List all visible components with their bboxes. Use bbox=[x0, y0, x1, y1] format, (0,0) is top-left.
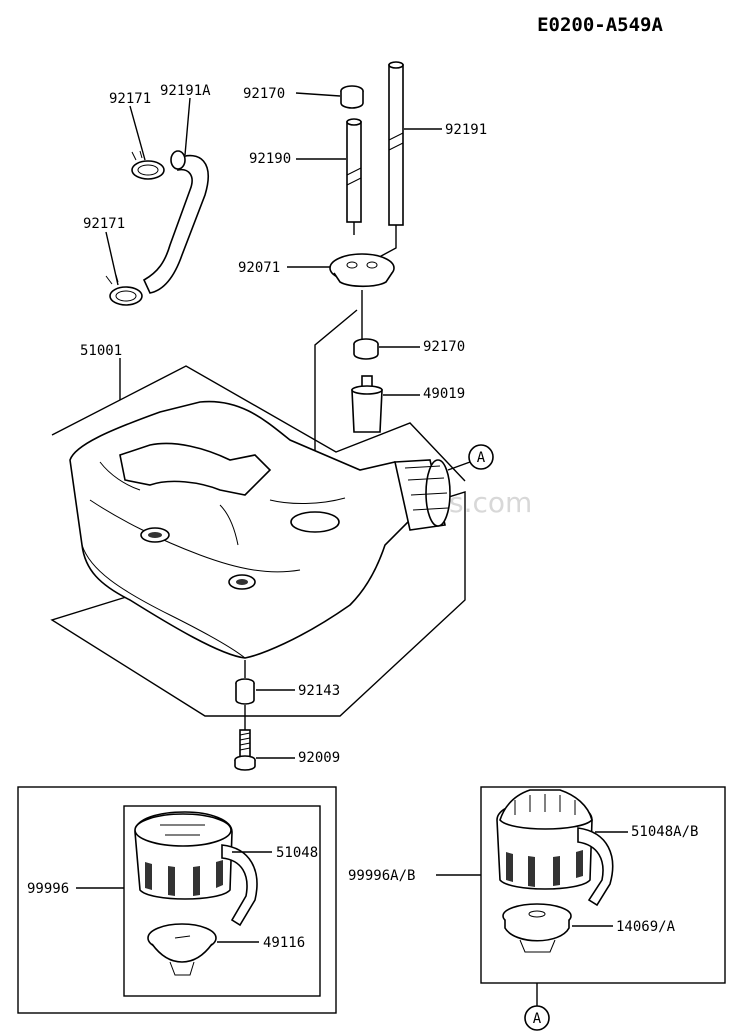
callout-a-bottom-label: A bbox=[533, 1011, 542, 1027]
label-clamp-lower: 92171 bbox=[83, 216, 125, 232]
fuel-cap-51048 bbox=[134, 811, 258, 927]
callout-a-tank-label: A bbox=[477, 450, 486, 466]
fuel-tube-92190 bbox=[346, 118, 362, 223]
fuel-tube-92191 bbox=[388, 61, 404, 226]
label-cap-left: 51048 bbox=[276, 845, 318, 861]
fuel-hose-92191A bbox=[142, 150, 209, 294]
diagram-code: E0200-A549A bbox=[537, 14, 663, 36]
label-bolt: 92009 bbox=[298, 750, 340, 766]
seal-92170-mid bbox=[353, 338, 379, 360]
label-gasket-right: 14069/A bbox=[616, 919, 676, 935]
fuel-filter-49019 bbox=[351, 375, 383, 433]
label-clamp-upper: 92171 bbox=[109, 91, 151, 107]
cap-assembly-right-box bbox=[480, 786, 726, 984]
hose-clamp-lower bbox=[105, 274, 143, 306]
gasket-14069A bbox=[502, 903, 572, 953]
label-tank: 51001 bbox=[80, 343, 122, 359]
label-tube-short: 92190 bbox=[249, 151, 291, 167]
fuel-tank-51001 bbox=[69, 400, 451, 659]
label-seal-mid: 92170 bbox=[423, 339, 465, 355]
label-gasket-left: 49116 bbox=[263, 935, 305, 951]
gasket-49116 bbox=[147, 923, 217, 976]
fuel-cap-51048AB bbox=[496, 789, 614, 907]
label-hose: 92191A bbox=[160, 83, 211, 99]
callout-a-bottom: A bbox=[524, 1005, 550, 1031]
label-cap-assy-right: 99996A/B bbox=[348, 868, 415, 884]
cap-assembly-left-inner bbox=[123, 805, 321, 997]
callout-a-tank: A bbox=[468, 444, 494, 470]
label-grommet: 92071 bbox=[238, 260, 280, 276]
label-filter: 49019 bbox=[423, 386, 465, 402]
bolt-92009 bbox=[234, 729, 256, 771]
label-seal-top: 92170 bbox=[243, 86, 285, 102]
label-cap-right: 51048A/B bbox=[631, 824, 698, 840]
label-collar: 92143 bbox=[298, 683, 340, 699]
label-cap-assy-left: 99996 bbox=[27, 881, 69, 897]
tank-frame bbox=[50, 365, 466, 717]
collar-92143 bbox=[235, 678, 255, 705]
hose-clamp-upper bbox=[131, 150, 165, 180]
seal-92170-top bbox=[340, 85, 364, 109]
grommet-92071 bbox=[329, 253, 395, 288]
cap-assembly-left-box bbox=[17, 786, 337, 1014]
label-tube-long: 92191 bbox=[445, 122, 487, 138]
